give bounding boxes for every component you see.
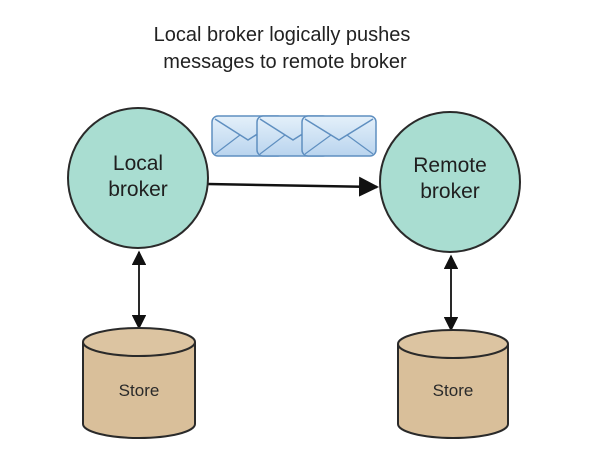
local-broker-label-line-2: broker bbox=[108, 178, 168, 201]
diagram-caption-line-1: Local broker logically pushes bbox=[154, 24, 411, 46]
remote-broker-label-line-1: Remote bbox=[413, 154, 487, 177]
remote-broker-node: Remote broker bbox=[379, 111, 521, 253]
diagram-caption-line-2: messages to remote broker bbox=[163, 51, 407, 73]
message-envelopes bbox=[211, 115, 377, 157]
remote-store-cylinder: Store bbox=[397, 329, 509, 439]
local-broker-label-line-1: Local bbox=[113, 152, 163, 175]
envelope-icon bbox=[301, 115, 377, 157]
local-store-label: Store bbox=[119, 381, 160, 400]
remote-store-label: Store bbox=[433, 381, 474, 400]
remote-broker-label-line-2: broker bbox=[420, 180, 480, 203]
push-arrow bbox=[207, 176, 379, 197]
local-store-cylinder: Store bbox=[82, 327, 196, 439]
local-broker-node: Local broker bbox=[67, 107, 209, 249]
